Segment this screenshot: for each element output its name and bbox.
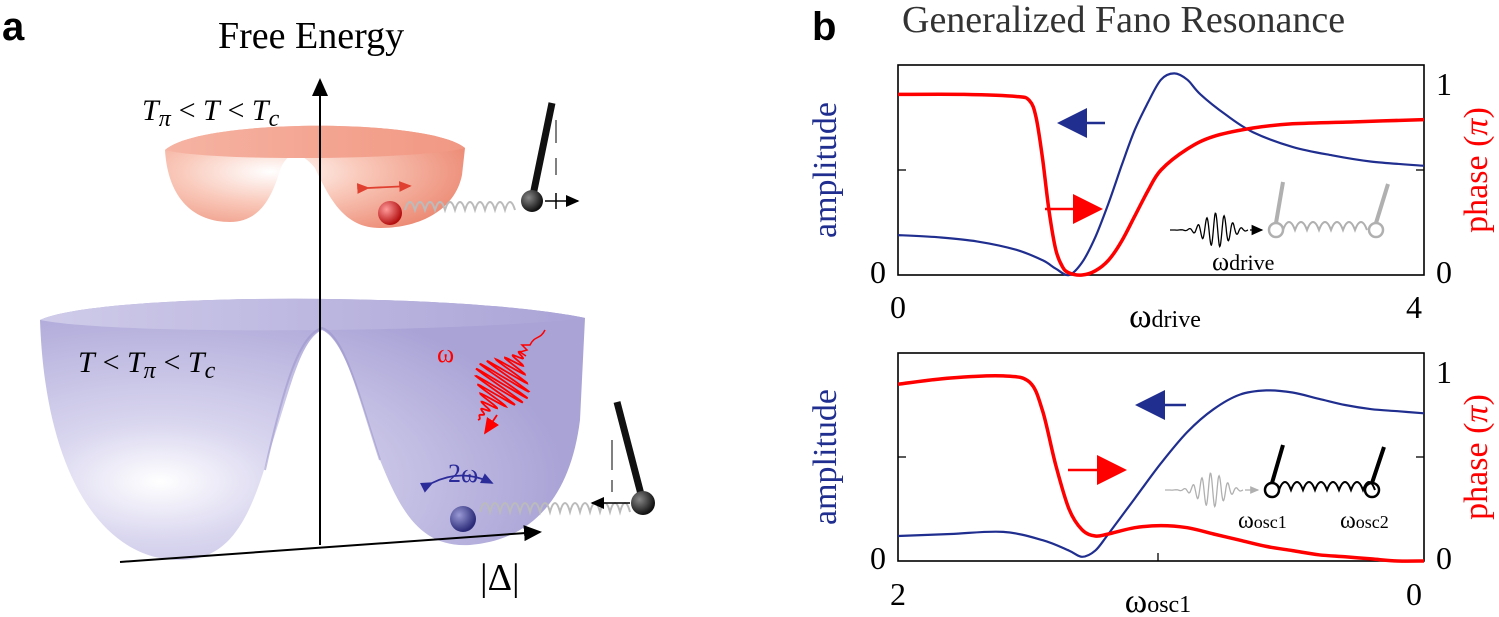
omega-wave: ω <box>437 329 546 435</box>
chart-bottom-inset-rod2 <box>1370 446 1386 484</box>
chart-top-inset-rod2 <box>1374 183 1390 224</box>
chart-bottom-right-ylabel: phase (π) <box>1458 394 1495 520</box>
panel-b-title: Generalized Fano Resonance <box>902 0 1345 41</box>
chart-bottom-inset-wave <box>1165 472 1244 508</box>
chart-bottom-inset-osc1 <box>1263 481 1281 499</box>
chart-bottom-inset-label-2: ωosc2 <box>1340 508 1389 534</box>
upper-oscillator <box>356 102 580 225</box>
upper-pendulum-bob <box>521 190 543 212</box>
lower-bowl-surface <box>40 298 585 560</box>
right-y-tick-label: 1 <box>1436 354 1452 390</box>
lower-pendulum-rod <box>613 401 647 503</box>
right-y-tick-label: 0 <box>1436 540 1452 576</box>
omega-wave-tail <box>518 329 546 357</box>
two-omega-arrow <box>419 473 494 493</box>
chart-bottom-inset: ωosc1 ωosc2 <box>1165 444 1389 534</box>
chart-top-phase-line <box>897 92 1425 277</box>
panel-a: a Free Energy Tπ<T<Tc T<Tπ<Tc <box>2 5 655 599</box>
chart-bottom-inset-spring <box>1278 481 1376 493</box>
panel-a-title: Free Energy <box>218 15 404 57</box>
lower-bowl <box>40 298 585 560</box>
upper-oscillation-arrow <box>356 181 412 194</box>
right-y-tick-label: 1 <box>1436 66 1452 102</box>
right-y-tick-label: 0 <box>1436 254 1452 290</box>
chart-bottom-inset-rod1 <box>1270 444 1285 484</box>
x-tick-label: 2 <box>890 576 906 612</box>
upper-bowl-rim <box>165 125 465 159</box>
left-y-tick-label: 0 <box>870 540 886 576</box>
chart-bottom-phase-line <box>897 373 1425 563</box>
chart-top-amplitude-line <box>897 72 1425 277</box>
lower-temp-label: T<Tπ<Tc <box>78 346 216 384</box>
lower-pendulum-bob <box>631 491 655 515</box>
chart-top-inset: ωdrive <box>1170 181 1390 276</box>
left-y-tick-label: 0 <box>870 254 886 290</box>
upper-pendulum-rod <box>528 102 556 201</box>
chart-top-inset-osc2 <box>1367 221 1385 239</box>
chart-top-left-ylabel: amplitude <box>807 102 844 238</box>
lower-oscillator: 2ω <box>419 401 655 532</box>
x-tick-label: 0 <box>1406 576 1422 612</box>
chart-top-inset-rod1 <box>1274 181 1285 224</box>
panel-a-letter: a <box>2 5 25 49</box>
delta-axis <box>119 525 542 563</box>
panel-b-letter: b <box>812 5 836 49</box>
omega-wave-packet <box>473 350 531 421</box>
chart-top-inset-label: ωdrive <box>1212 247 1274 276</box>
omega-label: ω <box>437 339 454 368</box>
lower-bowl-rim <box>40 298 585 331</box>
chart-top-inset-osc1 <box>1267 221 1285 239</box>
x-tick-label: 0 <box>890 289 906 325</box>
lower-bowl-hump <box>264 326 381 471</box>
chart-top-xlabel: ωdrive <box>1129 298 1201 335</box>
upper-red-ball <box>378 201 402 225</box>
upper-temp-label: Tπ<T<Tc <box>142 94 280 132</box>
chart-bottom-inset-label-1: ωosc1 <box>1238 508 1287 534</box>
lower-blue-ball <box>450 506 476 532</box>
delta-axis-label: |Δ| <box>480 557 520 599</box>
x-tick-label: 4 <box>1406 289 1422 325</box>
chart-bottom-amplitude-line <box>897 389 1425 558</box>
upper-spring <box>404 201 516 214</box>
omega-wave-arrow <box>484 414 499 435</box>
two-omega-label: 2ω <box>448 459 478 488</box>
chart-bottom-xlabel: ωosc1 <box>1125 583 1191 617</box>
upper-bowl <box>165 125 465 228</box>
chart-bottom-left-ylabel: amplitude <box>807 389 844 525</box>
chart-top-inset-spring <box>1282 221 1368 233</box>
chart-top-inset-wave <box>1170 212 1249 248</box>
chart-top-right-ylabel: phase (π) <box>1458 107 1495 233</box>
